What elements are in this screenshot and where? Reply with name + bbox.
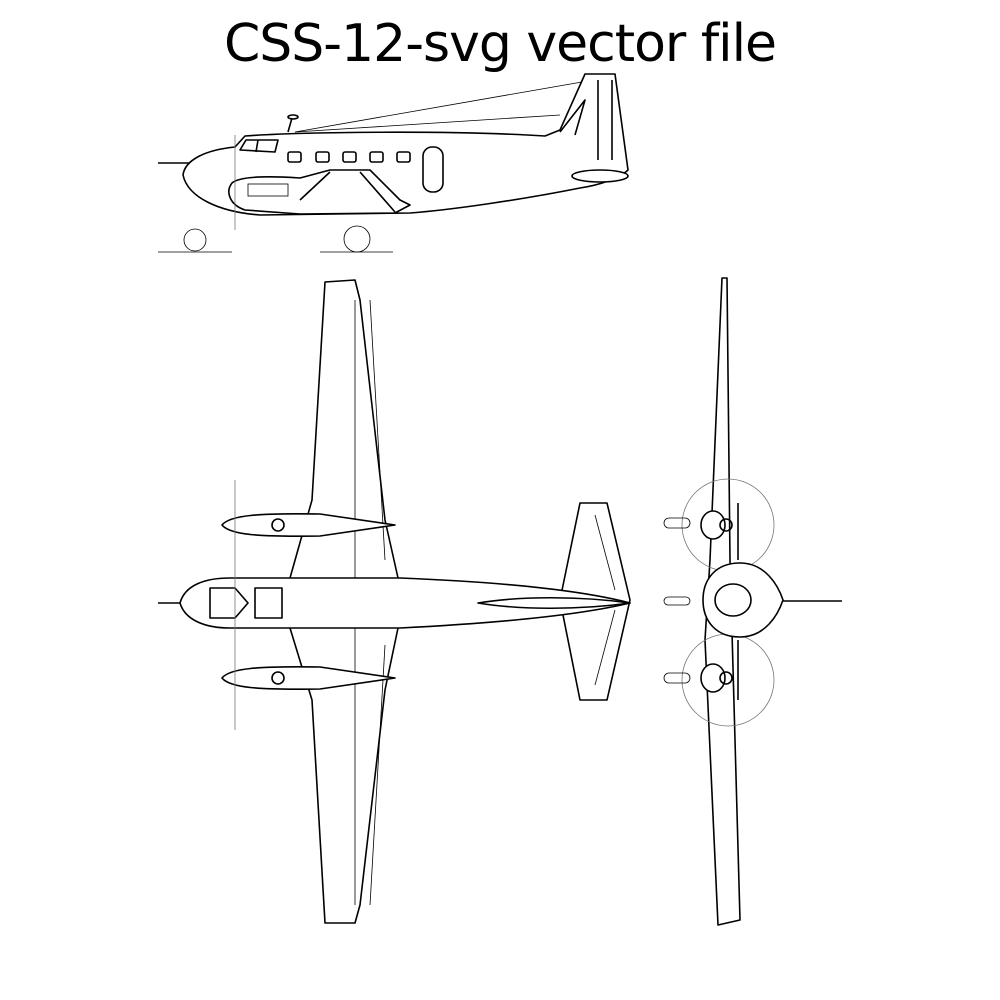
side-engine-nacelle	[228, 169, 411, 215]
side-view	[158, 73, 629, 253]
front-fuselage	[702, 562, 784, 638]
page-title: CSS-12-svg vector file	[223, 14, 777, 74]
top-view	[158, 279, 631, 924]
side-door	[422, 146, 444, 193]
top-nacelle-lower	[221, 665, 396, 691]
top-nacelle-upper	[221, 512, 396, 538]
side-windows	[287, 151, 411, 163]
front-view	[663, 277, 842, 926]
